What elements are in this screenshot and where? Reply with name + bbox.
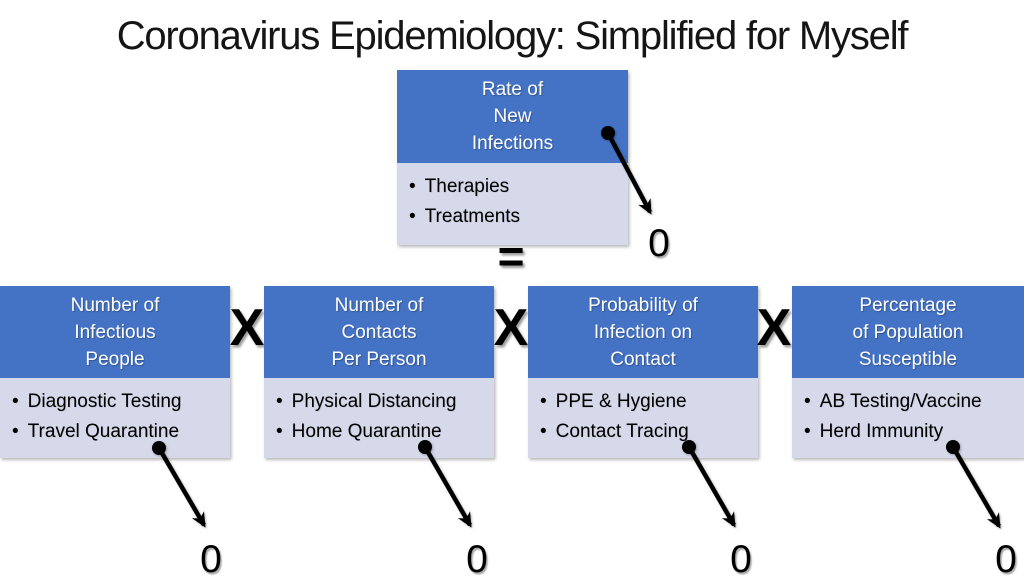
box-title-line: Number of [70, 294, 160, 316]
bullet-item: Physical Distancing [276, 387, 490, 417]
zero-value-3: 0 [730, 538, 752, 581]
box-title-line: Per Person [331, 348, 427, 370]
box-title-line: Number of [334, 294, 424, 316]
number-of-infectious-people-box: Number of Infectious People Diagnostic T… [0, 286, 230, 458]
bullet-item: Home Quarantine [276, 417, 490, 447]
box-header: Number of Infectious People [0, 286, 230, 378]
box-title-line: Infection on [593, 321, 693, 343]
bullet-list: Physical Distancing Home Quarantine [264, 378, 494, 447]
box-title-line: Infections [471, 133, 554, 154]
rate-of-new-infections-box: Rate of New Infections Therapies Treatme… [397, 70, 628, 245]
box-header: Number of Contacts Per Person [264, 286, 494, 378]
bullet-item: Travel Quarantine [12, 417, 226, 447]
box-body: Physical Distancing Home Quarantine [264, 378, 494, 458]
box-body: Diagnostic Testing Travel Quarantine [0, 378, 230, 458]
box-header: Probability of Infection on Contact [528, 286, 758, 378]
multiply-sign-1: X [229, 299, 265, 357]
bullet-item: Diagnostic Testing [12, 387, 226, 417]
bullet-item: Treatments [409, 202, 624, 232]
box-title-line: New [493, 106, 532, 127]
box-title-line: Susceptible [858, 348, 958, 370]
box-title-line: Percentage [859, 294, 957, 316]
box-title-line: Contacts [341, 321, 417, 343]
box-header: Percentage of Population Susceptible [792, 286, 1024, 378]
bullet-item: Contact Tracing [540, 417, 754, 447]
box-body: PPE & Hygiene Contact Tracing [528, 378, 758, 458]
probability-of-infection-box: Probability of Infection on Contact PPE … [528, 286, 758, 458]
bullet-item: Therapies [409, 172, 624, 202]
multiply-sign-2: X [493, 299, 529, 357]
bullet-item: PPE & Hygiene [540, 387, 754, 417]
bullet-list: Therapies Treatments [397, 163, 628, 232]
bullet-list: Diagnostic Testing Travel Quarantine [0, 378, 230, 447]
box-title-line: People [85, 348, 145, 370]
box-title-line: of Population [852, 321, 964, 343]
box-title-line: Probability of [588, 294, 698, 316]
percentage-population-susceptible-box: Percentage of Population Susceptible AB … [792, 286, 1024, 458]
equals-sign: = [497, 230, 525, 282]
box-header: Rate of New Infections [397, 70, 628, 163]
bullet-list: PPE & Hygiene Contact Tracing [528, 378, 758, 447]
zero-value-2: 0 [466, 538, 488, 581]
bullet-item: AB Testing/Vaccine [804, 387, 1020, 417]
zero-value-top: 0 [648, 222, 670, 265]
box-title-line: Infectious [74, 321, 156, 343]
box-body: AB Testing/Vaccine Herd Immunity [792, 378, 1024, 458]
bullet-list: AB Testing/Vaccine Herd Immunity [792, 378, 1024, 447]
multiply-sign-3: X [756, 299, 792, 357]
zero-value-4: 0 [995, 538, 1017, 581]
slide-title: Coronavirus Epidemiology: Simplified for… [116, 14, 909, 58]
box-body: Therapies Treatments [397, 163, 628, 245]
zero-value-1: 0 [200, 538, 222, 581]
number-of-contacts-per-person-box: Number of Contacts Per Person Physical D… [264, 286, 494, 458]
box-title-line: Rate of [481, 79, 544, 100]
box-title-line: Contact [610, 348, 676, 370]
bullet-item: Herd Immunity [804, 417, 1020, 447]
